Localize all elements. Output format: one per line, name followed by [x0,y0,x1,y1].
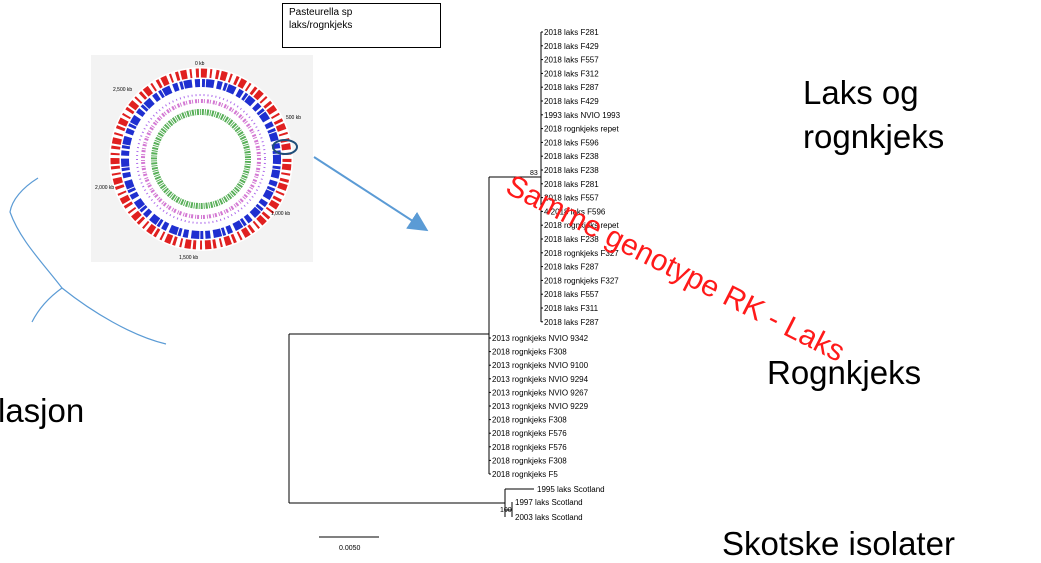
cut-off-text: lasjon [0,392,85,429]
highlight-ellipse [272,139,298,155]
tree-leaf-label: 1993 laks NVIO 1993 [544,111,621,120]
tree-leaf-label: 2018 laks F312 [544,69,599,78]
group-laks-rognkjeks: Laks og rognkjeks [803,71,993,159]
tree-leaf-label: 2018 laks F311 [544,304,599,313]
tree-leaf-label: 2018 rognkjeks F308 [492,416,567,425]
tree-leaf-label: 2018 laks F238 [544,235,599,244]
header-line-2: laks/rognkjeks [289,20,353,31]
tree-leaf-label: 4 2018 laks F596 [544,207,606,216]
tree-leaf-label: 1995 laks Scotland [537,485,605,494]
outer-ring [110,68,292,250]
tree-leaf-label: 2018 rognkjeks F576 [492,443,567,452]
tree-leaf-label: 1997 laks Scotland [515,498,583,507]
tree-leaf-label: 2018 rognkjeks repet [544,221,619,230]
bracket-curve-tail [61,287,167,345]
label-2000kb: 2,000 kb [95,185,114,191]
tree-leaf-label: 2018 laks F238 [544,152,599,161]
group-rognkjeks: Rognkjeks [767,354,922,391]
tree-leaf-label: 2018 laks F287 [544,318,599,327]
tree-leaf-label: 2018 laks F429 [544,97,599,106]
phylo-tree: 83 100 0.0050 2018 laks F281 2018 laks F4… [288,28,621,552]
label-1500kb: 1,500 kb [179,255,198,261]
tree-leaf-label: 2013 rognkjeks NVIO 9267 [492,388,589,397]
tree-leaf-label: 2018 laks F596 [544,138,599,147]
tree-leaf-label: 2018 laks F281 [544,180,599,189]
tree-leaf-label: 2013 rognkjeks NVIO 9229 [492,402,589,411]
genome-map: 0 kb 500 kb 1,000 kb 1,500 kb 2,000 kb 2… [91,55,313,262]
tree-leaf-label: 2018 rognkjeks F308 [492,348,567,357]
label-1000kb: 1,000 kb [271,211,290,217]
bootstrap-100: 100 [500,507,512,514]
bootstrap-83: 83 [530,170,538,177]
tree-leaf-label: 2018 laks F557 [544,290,599,299]
tree-leaf-label: 2018 rognkjeks F308 [492,456,567,465]
gc-skew-ring [141,99,261,219]
label-2500kb: 2,500 kb [113,87,132,93]
tree-leaf-label: 2018 rognkjeks F5 [492,470,558,479]
tree-leaf-label: 2013 rognkjeks NVIO 9342 [492,334,589,343]
tree-leaf-label: 2018 laks F238 [544,166,599,175]
tree-leaf-label: 2018 laks F287 [544,263,599,272]
tree-leaf-label: 2018 laks F287 [544,83,599,92]
tree-leaf-label: 2018 rognkjeks F327 [544,249,619,258]
label-0kb: 0 kb [195,61,205,67]
genome-map-svg: 0 kb 500 kb 1,000 kb 1,500 kb 2,000 kb 2… [95,61,301,261]
gc-content-ring [151,109,251,209]
header-box: Pasteurella sp laks/rognkjeks [282,3,441,48]
tree-leaf-label: 2013 rognkjeks NVIO 9294 [492,375,589,384]
scale-label: 0.0050 [339,545,361,552]
tree-leaf-label: 2018 laks F557 [544,194,599,203]
bracket-curve [9,177,63,323]
tree-leaf-label: 2003 laks Scotland [515,513,583,522]
tree-leaf-label: 2013 rognkjeks NVIO 9100 [492,361,589,370]
pointer-arrow [313,156,429,232]
tree-leaf-label: 2018 rognkjeks F576 [492,429,567,438]
label-500kb: 500 kb [286,115,301,121]
cds-ring [121,79,281,239]
tree-leaf-label: 2018 laks F281 [544,28,599,37]
tree-leaf-label: 2018 laks F557 [544,56,599,65]
header-line-1: Pasteurella sp [289,7,353,18]
tree-leaf-label: 2018 rognkjeks F327 [544,276,619,285]
leaf-labels: 2018 laks F281 2018 laks F429 2018 laks F5… [492,28,621,522]
group-skotske: Skotske isolater [722,525,955,562]
group-laks-rognkjeks-text: Laks og rognkjeks [803,74,945,155]
tree-leaf-label: 2018 rognkjeks repet [544,125,619,134]
tree-leaf-label: 2018 laks F429 [544,42,599,51]
